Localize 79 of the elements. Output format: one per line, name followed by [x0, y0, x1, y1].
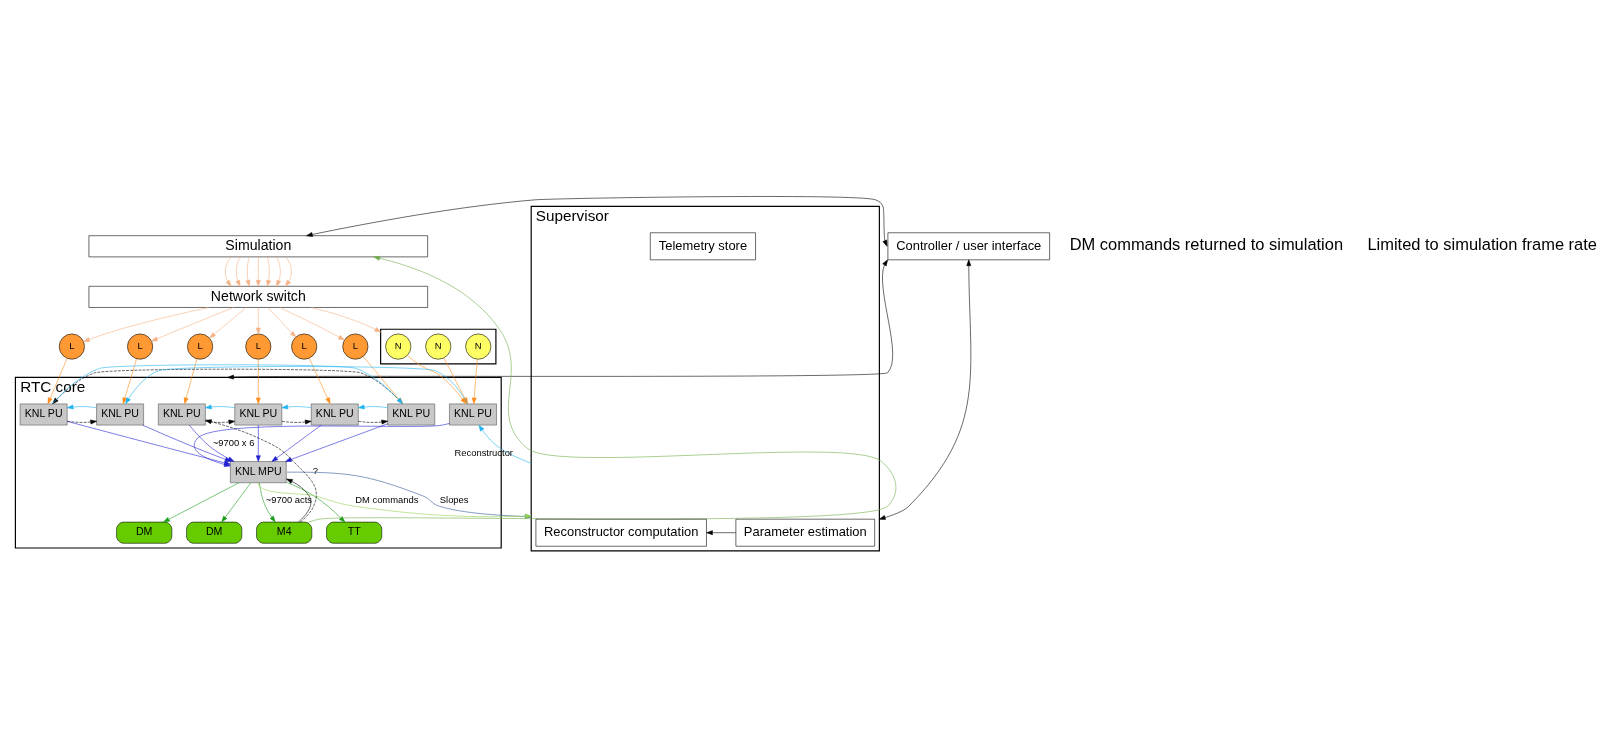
arrow — [285, 423, 388, 462]
arrow — [358, 404, 388, 409]
arrow — [358, 419, 388, 424]
arrow — [205, 419, 236, 424]
arrow — [311, 306, 381, 332]
node-box: KNL PU — [310, 403, 359, 425]
node-box: Reconstructor computation — [535, 518, 707, 547]
arrow — [221, 482, 252, 522]
arrow — [245, 256, 251, 286]
cluster — [380, 328, 497, 364]
node-circle: L — [58, 333, 85, 359]
node-box: Network switch — [88, 285, 428, 308]
node-circle: N — [465, 333, 492, 359]
edge-label: ~9700 acts — [265, 493, 313, 505]
node-box: KNL PU — [158, 403, 206, 425]
arrow — [142, 424, 232, 462]
arrow — [281, 404, 312, 409]
node-box: KNL PU — [96, 403, 144, 425]
arrow — [279, 306, 345, 340]
arrow — [271, 424, 322, 462]
node-circle: L — [342, 333, 369, 359]
arrow — [209, 306, 247, 338]
arrow — [189, 424, 235, 462]
node-circle: L — [245, 333, 272, 359]
label: Limited to simulation frame rate — [1367, 234, 1597, 253]
arrow — [224, 256, 232, 286]
arrow — [286, 478, 312, 522]
node-box: M4 — [256, 521, 313, 544]
arrow — [122, 358, 137, 404]
arrow — [255, 256, 261, 286]
node-box: TT — [326, 521, 383, 544]
node-box: KNL PU — [19, 403, 68, 425]
edge-label: ~9700 x 6 — [212, 436, 255, 448]
arrow — [163, 482, 240, 522]
arrow — [255, 358, 261, 404]
arrow — [706, 529, 736, 535]
edge-label: Slopes — [439, 493, 469, 505]
arrow — [227, 259, 893, 379]
arrow — [286, 481, 346, 522]
arrow — [286, 471, 532, 519]
arrow — [255, 424, 261, 462]
arrow — [267, 306, 297, 337]
node-box: KNL PU — [234, 403, 283, 425]
arrow — [258, 481, 532, 519]
arrow — [266, 256, 271, 286]
node-box: KNL PU — [387, 403, 436, 425]
arrow — [276, 256, 282, 286]
arrow — [183, 358, 198, 404]
node-circle: N — [425, 333, 452, 359]
arrow — [205, 404, 236, 409]
node-box: KNL MPU — [230, 460, 287, 483]
node-box: Telemetry store — [650, 231, 756, 260]
arrow — [308, 357, 331, 404]
arrow — [66, 404, 97, 409]
arrow — [471, 358, 478, 404]
arrow — [255, 306, 261, 334]
arrow — [83, 306, 209, 342]
arrow — [151, 306, 234, 341]
node-circle: L — [291, 333, 318, 359]
arrow — [306, 195, 888, 247]
node-box: Parameter estimation — [735, 518, 875, 547]
edge-label: ? — [312, 464, 318, 476]
node-box: Controller / user interface — [887, 231, 1050, 260]
label: DM commands returned to simulation — [1069, 234, 1344, 253]
node-box: DM — [186, 521, 243, 544]
node-circle: N — [385, 333, 412, 359]
arrow — [879, 259, 972, 520]
arrow — [259, 481, 276, 522]
arrow — [205, 418, 317, 522]
arrow — [285, 256, 292, 286]
node-circle: L — [127, 333, 154, 359]
arrow — [281, 419, 312, 424]
edge-label: DM commands — [355, 493, 419, 505]
node-circle: L — [187, 333, 213, 359]
arrow — [235, 256, 241, 286]
node-box: DM — [116, 521, 173, 544]
node-box: KNL PU — [449, 403, 497, 425]
arrow — [47, 357, 68, 404]
node-box: Simulation — [88, 234, 428, 257]
